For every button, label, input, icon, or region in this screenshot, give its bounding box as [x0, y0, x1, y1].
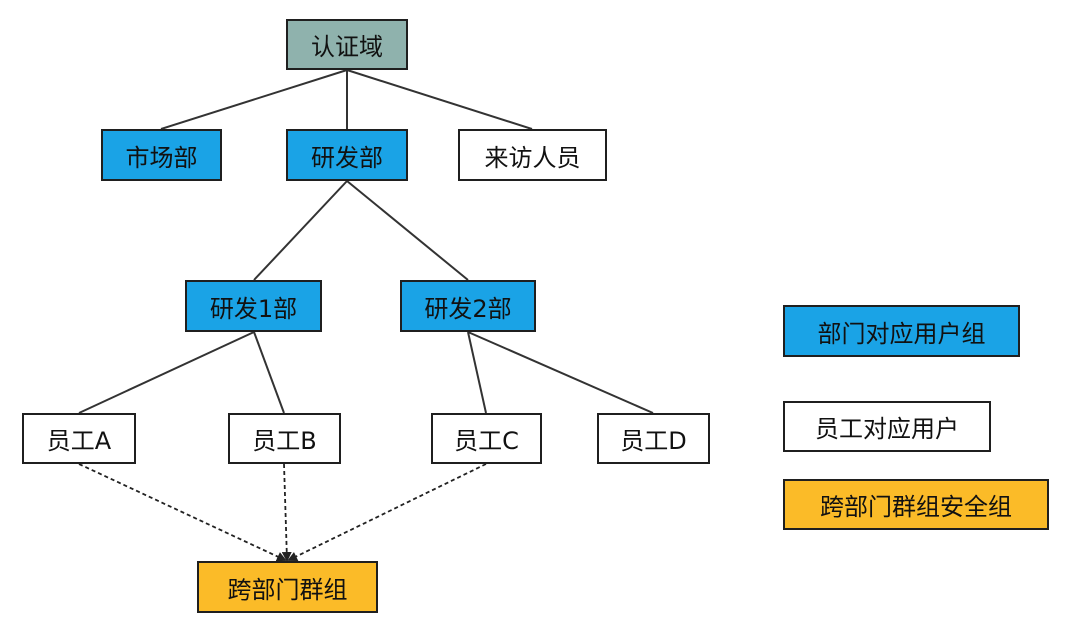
node-employee-b: 员工B [228, 413, 341, 464]
node-rd1-dept: 研发1部 [185, 280, 322, 332]
legend-employee-user: 员工对应用户 [783, 401, 991, 452]
node-rd-dept: 研发部 [286, 129, 408, 181]
node-employee-a: 员工A [22, 413, 136, 464]
edge-root-visitors [346, 69, 533, 130]
legend-dept-user-group: 部门对应用户组 [783, 305, 1020, 357]
node-auth-domain: 认证域 [286, 19, 408, 70]
edge-rd1-emp-a [78, 331, 255, 414]
edge-rd2-emp-c [467, 331, 487, 414]
dashed-arrow-emp-a-cross [78, 463, 287, 562]
node-visitors: 来访人员 [458, 129, 607, 181]
dashed-arrow-emp-c-cross [287, 463, 487, 561]
node-employee-d: 员工D [597, 413, 710, 464]
edge-rd1-emp-b [253, 331, 285, 414]
node-employee-c: 员工C [431, 413, 542, 464]
edge-rd-rd1 [253, 180, 348, 281]
node-marketing-dept: 市场部 [101, 129, 222, 181]
node-cross-dept-group: 跨部门群组 [197, 561, 378, 613]
edge-root-market [160, 69, 348, 130]
node-rd2-dept: 研发2部 [400, 280, 536, 332]
legend-cross-dept-security-group: 跨部门群组安全组 [783, 479, 1049, 530]
edge-rd2-emp-d [467, 331, 654, 414]
edge-rd-rd2 [346, 180, 469, 281]
dashed-arrow-emp-b-cross [281, 463, 292, 562]
